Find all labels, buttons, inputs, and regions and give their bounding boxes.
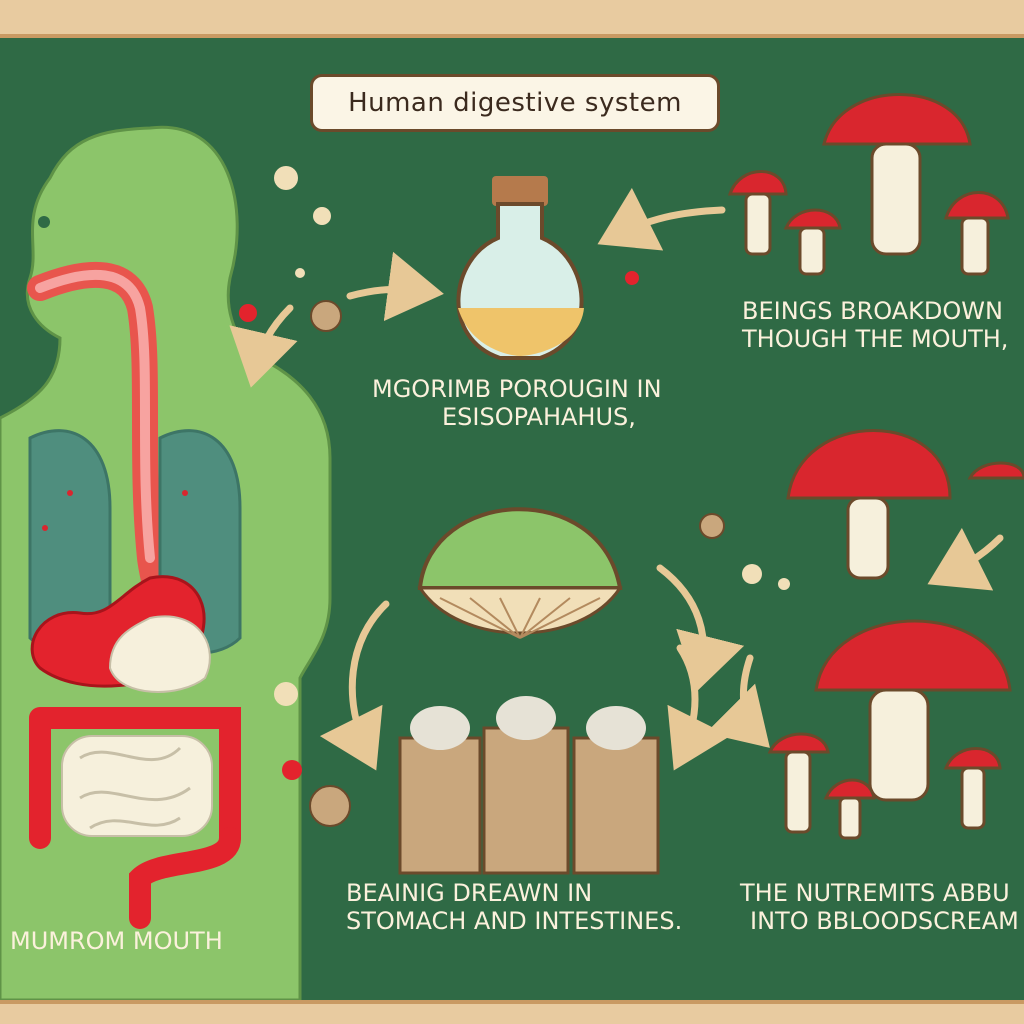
label-bloodstream: The nutremits abbu into bbloodscream <box>740 879 1019 935</box>
diagram-illustration <box>0 93 1024 1000</box>
arrow-icon <box>229 187 1004 771</box>
stomach-icon <box>30 575 211 693</box>
chalkboard: Human digestive system Mgorimb porougin … <box>0 34 1024 1004</box>
label-start: Mumrom mouth <box>10 927 223 955</box>
intestine-icon <box>29 707 241 929</box>
label-mouth: Beings broakdown though the mouth, <box>742 297 1009 353</box>
mushroom-icon <box>417 507 623 639</box>
mushroom-icon <box>727 93 1024 840</box>
human-silhouette-icon <box>0 125 332 1000</box>
title-box: Human digestive system <box>310 74 720 132</box>
stomach-blocks <box>398 696 660 875</box>
diagram-title: Human digestive system <box>348 88 682 118</box>
flask-icon <box>456 176 584 360</box>
label-esophagus: Mgorimb porougin in esisopahahus, <box>372 375 662 431</box>
decorative-dots <box>239 166 790 827</box>
label-stomach: Beainig dreawn in stomach and intestines… <box>346 879 683 935</box>
